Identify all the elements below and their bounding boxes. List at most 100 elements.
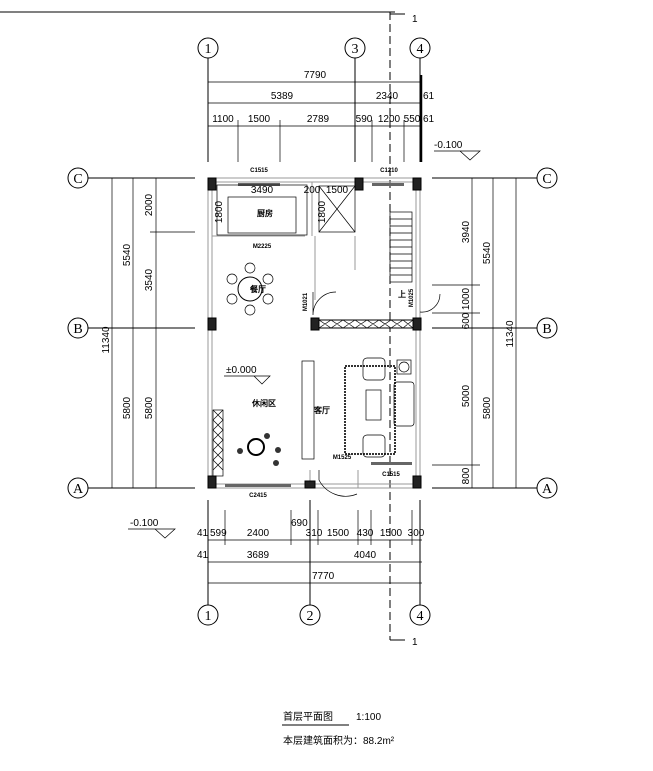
axis-top-3: 3 [344, 37, 366, 59]
dimension-label: 2000 [144, 193, 155, 216]
dimension-label: 4040 [354, 550, 377, 561]
living-room-furniture [212, 357, 415, 477]
dimension-label: C2415 [249, 493, 267, 499]
dimension-label: C [73, 172, 82, 187]
dimension-label: 3 [352, 42, 359, 57]
dimension-label: -0.100 [130, 518, 159, 529]
dimension-label: 599 [210, 528, 227, 539]
dimension-label: 590 [356, 114, 373, 125]
dimension-label: 1 [205, 609, 212, 624]
dimension-label: 1800 [214, 200, 225, 223]
dimensions-left: 11340 5540 5800 2000 3540 5800 [101, 178, 195, 488]
dimension-label: 300 [408, 528, 425, 539]
axis-right-A: A [536, 477, 558, 499]
dimension-label: 4 [417, 609, 424, 624]
dimension-label: 2400 [247, 528, 270, 539]
dimension-label: 1 [205, 42, 212, 57]
room-labels: 厨房 餐厅 休闲区 客厅 上 [249, 208, 406, 415]
axis-left-A: A [67, 477, 89, 499]
dimension-label: 550 [404, 114, 421, 125]
stair-up-label: 上 [398, 289, 406, 299]
dimension-label: 2340 [376, 91, 399, 102]
dimension-label: A [73, 482, 84, 497]
section-label-top: 1 [412, 14, 418, 25]
section-label-bottom: 1 [412, 637, 418, 648]
room-dining: 餐厅 [249, 284, 266, 294]
dimension-label: 1800 [317, 200, 328, 223]
room-kitchen: 厨房 [257, 208, 273, 218]
dimension-label: 3689 [247, 550, 270, 561]
dimension-label: 61 [423, 91, 435, 102]
dimension-label: 5800 [482, 396, 493, 419]
elevation-mark-bottom-left: -0.100 [128, 518, 176, 539]
axis-left-C: C [67, 167, 89, 189]
component-labels: C1515 C1210 3490 200 1500 1800 1800 M222… [214, 168, 415, 499]
dimension-label: 430 [357, 528, 374, 539]
elevation-interior-label: ±0.000 [226, 365, 257, 376]
dimension-label: C1515 [250, 168, 268, 174]
building-walls [207, 177, 422, 489]
dimension-label: 1500 [327, 528, 350, 539]
dimensions-right: 3940 1000 600 5000 800 5540 5800 11340 [432, 178, 517, 488]
dimension-label: -0.100 [434, 140, 463, 151]
dimension-label: 3490 [251, 185, 274, 196]
dimension-label: 800 [461, 467, 472, 484]
dimension-label: 310 [306, 528, 323, 539]
dimension-label: 1200 [378, 114, 401, 125]
dimension-label: 1000 [461, 287, 472, 310]
dimension-label: 1500 [380, 528, 403, 539]
dimension-label: 4 [417, 42, 424, 57]
drawing-scale: 1:100 [356, 712, 381, 723]
room-living: 客厅 [313, 405, 330, 415]
dimension-label: A [542, 482, 553, 497]
dimension-label: 5000 [461, 384, 472, 407]
axis-top-1: 1 [197, 37, 219, 59]
dimension-label: 11340 [101, 326, 112, 354]
dimension-label: M1025 [409, 288, 415, 307]
drawing-title-block: 首层平面图 1:100 本层建筑面积为：88.2m² [282, 710, 395, 747]
dimension-label: 1500 [248, 114, 271, 125]
dimension-label: 1500 [326, 185, 349, 196]
dimension-label: 1100 [212, 114, 234, 125]
axis-right-B: B [536, 317, 558, 339]
dimension-label: C1210 [380, 168, 398, 174]
dimension-label: 3940 [461, 220, 472, 243]
dimension-label: 5540 [482, 241, 493, 264]
room-leisure: 休闲区 [251, 398, 276, 408]
axis-bottom-2: 2 [299, 604, 321, 626]
dimension-label: 200 [304, 185, 321, 196]
dimension-label: 3540 [144, 268, 155, 291]
dimension-label: 2789 [307, 114, 330, 125]
dimension-label: C1515 [382, 472, 400, 478]
dimension-label: 690 [291, 518, 308, 529]
kitchen-counter [216, 184, 356, 236]
dimension-label: 2 [307, 609, 314, 624]
staircase [389, 211, 413, 283]
elevation-mark-top-right: -0.100 [434, 140, 481, 161]
axis-left-B: B [67, 317, 89, 339]
dimensions-bottom: 41 599 2400 690 310 1500 430 1500 300 41… [197, 510, 425, 584]
dimension-label: C [542, 172, 551, 187]
dimension-label: 600 [461, 312, 472, 329]
floor-area: 本层建筑面积为：88.2m² [283, 734, 395, 747]
drawing-title: 首层平面图 [283, 710, 333, 723]
doors [312, 291, 441, 497]
axis-top-4: 4 [409, 37, 431, 59]
dimension-label: M1525 [333, 455, 352, 461]
dimension-label: 5800 [144, 396, 155, 419]
dimension-label: 7770 [312, 571, 335, 582]
dimension-label: 5800 [122, 396, 133, 419]
dimensions-top: 7790 5389 2340 61 1100 1500 2789 590 120… [208, 70, 435, 162]
dimension-label: B [73, 322, 82, 337]
dimension-label: M1021 [303, 292, 309, 311]
elevation-mark-interior: ±0.000 [224, 365, 271, 385]
axis-bottom-1: 1 [197, 604, 219, 626]
dimension-label: 41 [197, 550, 209, 561]
dimension-label: 7790 [304, 70, 327, 81]
dimension-label: B [542, 322, 551, 337]
axis-right-C: C [536, 167, 558, 189]
dimension-label: 61 [423, 114, 435, 125]
dimension-label: 5389 [271, 91, 294, 102]
dimension-label: 41 [197, 528, 209, 539]
